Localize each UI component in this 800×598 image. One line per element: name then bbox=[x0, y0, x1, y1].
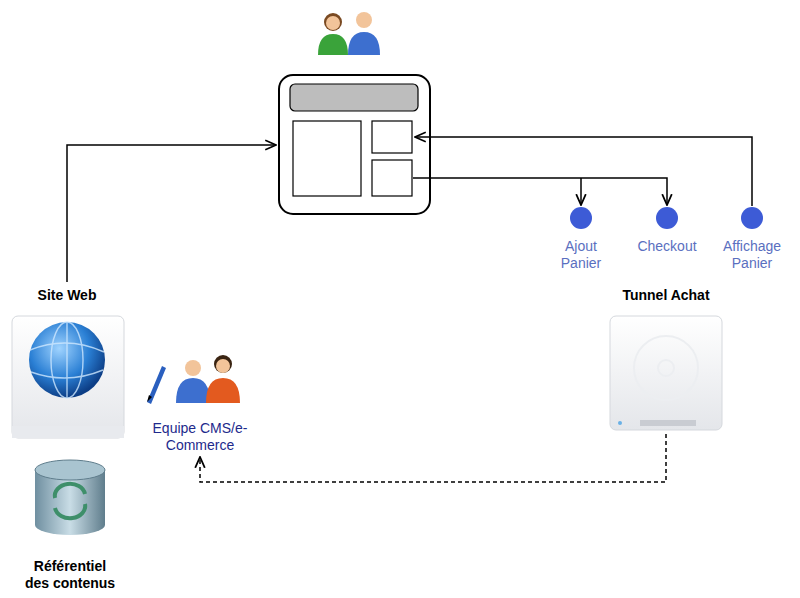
dashed-connector bbox=[200, 434, 666, 482]
node-label: Tunnel Achat bbox=[622, 287, 709, 304]
event-node: Ajout Panier bbox=[552, 206, 610, 272]
event-node: Checkout bbox=[633, 206, 700, 255]
users-icon bbox=[318, 12, 380, 55]
team-node: Equipe CMS/e-Commerce bbox=[131, 350, 269, 454]
node-label: Equipe CMS/e-Commerce bbox=[135, 420, 265, 454]
database-icon bbox=[35, 460, 105, 535]
server-icon bbox=[610, 316, 722, 430]
flow-lines bbox=[67, 137, 752, 282]
website-node: Site Web bbox=[34, 287, 101, 442]
event-node: Affichage Panier bbox=[713, 206, 791, 272]
website-icon bbox=[12, 316, 124, 438]
database-node: Référentiel des contenus bbox=[16, 458, 124, 592]
node-label: Référentiel des contenus bbox=[20, 558, 120, 592]
event-dots bbox=[570, 207, 763, 229]
node-label: Site Web bbox=[38, 287, 97, 304]
node-label: Affichage Panier bbox=[717, 238, 787, 272]
node-label: Checkout bbox=[637, 238, 696, 255]
page-mockup bbox=[279, 75, 430, 214]
server-node: Tunnel Achat bbox=[618, 287, 713, 432]
node-label: Ajout Panier bbox=[556, 238, 606, 272]
team-icon bbox=[147, 355, 240, 404]
